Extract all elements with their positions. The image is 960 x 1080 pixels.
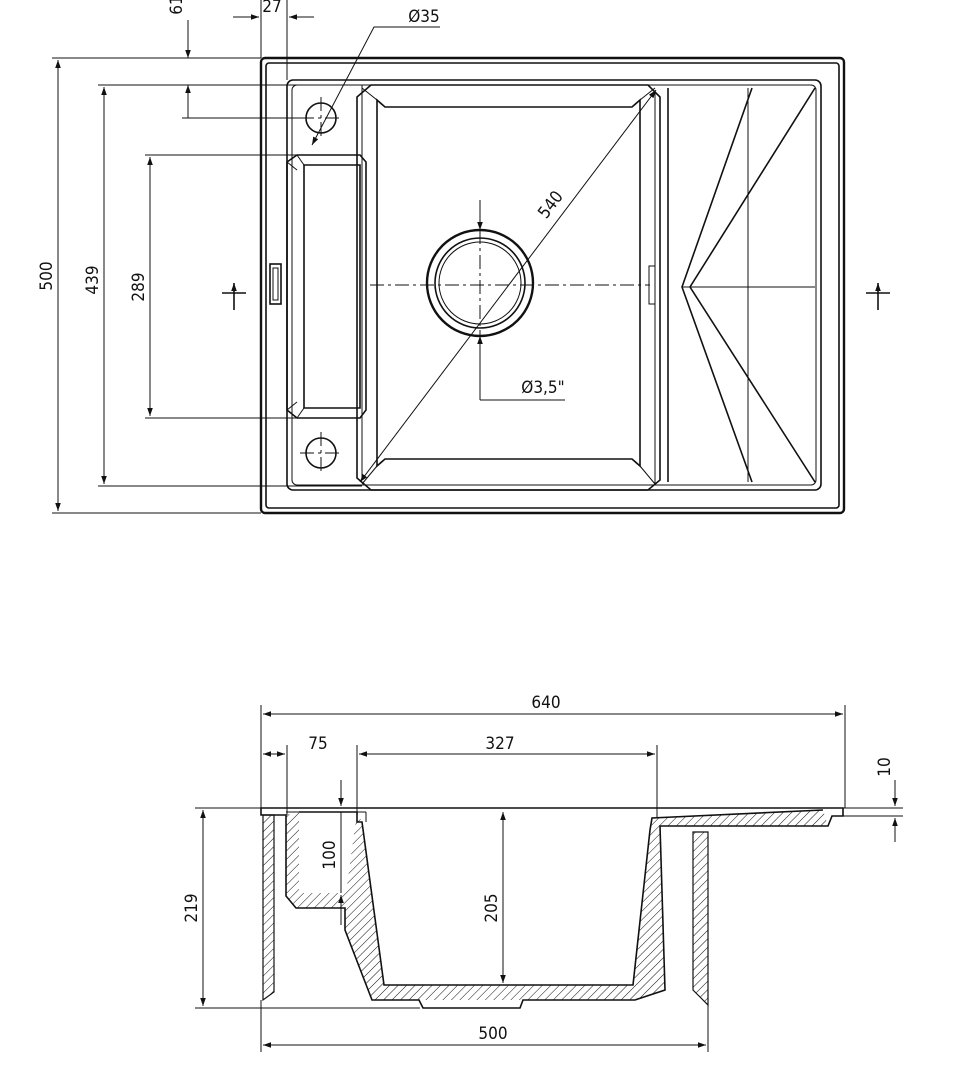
tap-hole-top bbox=[300, 97, 342, 139]
dim-overall-width: 640 bbox=[531, 693, 560, 713]
sink-outer-inner-outline bbox=[265, 62, 840, 509]
drainer-board bbox=[667, 87, 816, 483]
tap-hole-bottom bbox=[300, 432, 342, 474]
overflow-slot-left bbox=[269, 263, 282, 305]
dim-side-tray-width: 75 bbox=[308, 734, 327, 754]
section-view: 640 75 327 10 219 100 205 500 bbox=[182, 693, 903, 1052]
dim-diagonal: 540 bbox=[534, 187, 568, 222]
sink-outer-outline bbox=[259, 56, 846, 515]
top-view: 500 439 289 61 27 Ø35 540 Ø3,5" bbox=[37, 0, 890, 515]
dim-inner-height: 439 bbox=[83, 265, 103, 294]
dim-hole-offset-x: 27 bbox=[262, 0, 281, 17]
dim-bowl-depth: 205 bbox=[482, 893, 502, 922]
sink-section-hatch bbox=[286, 810, 828, 1000]
dim-tray-height: 289 bbox=[129, 272, 149, 301]
side-tray-outer bbox=[286, 154, 367, 419]
side-tray-inner bbox=[303, 164, 361, 409]
dim-hole-offset-y: 61 bbox=[167, 0, 187, 15]
dim-rim-thickness: 10 bbox=[875, 757, 895, 776]
cabinet-wall-right bbox=[692, 831, 709, 1007]
center-marker-left bbox=[222, 283, 246, 310]
dim-total-depth: 219 bbox=[182, 893, 202, 922]
dim-drain-dia: Ø3,5" bbox=[521, 378, 564, 398]
dim-tray-depth: 100 bbox=[320, 840, 340, 869]
dim-cabinet-width: 500 bbox=[478, 1024, 507, 1044]
overflow-slot-left-inner bbox=[272, 267, 279, 301]
center-marker-right bbox=[866, 283, 890, 310]
dim-bowl-width: 327 bbox=[485, 734, 514, 754]
cabinet-wall-left bbox=[262, 814, 275, 1002]
dim-tap-hole-dia: Ø35 bbox=[408, 7, 440, 27]
main-bowl-inner bbox=[376, 98, 641, 468]
main-bowl-outer bbox=[356, 84, 661, 491]
dim-overall-height: 500 bbox=[37, 261, 57, 290]
